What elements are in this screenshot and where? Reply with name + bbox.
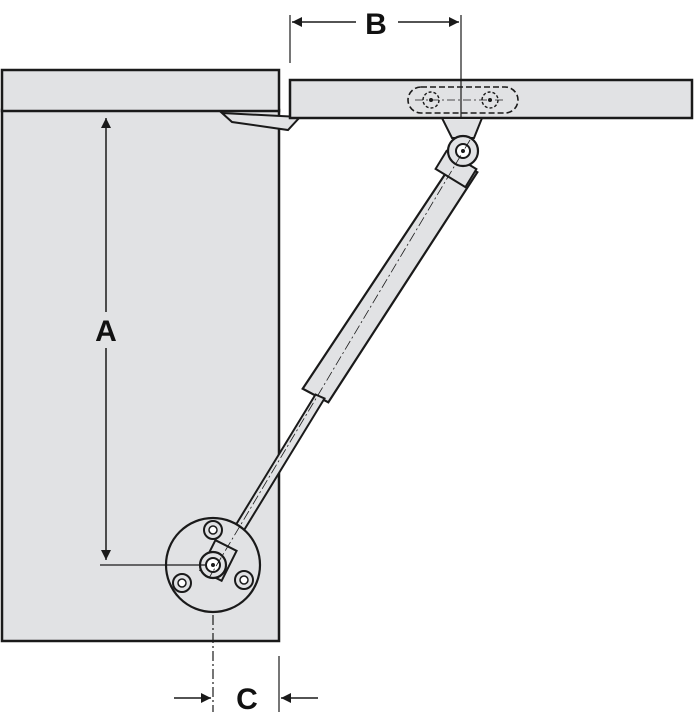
flap-bracket — [440, 117, 484, 139]
dimension-c — [174, 615, 318, 712]
spring-centerline — [208, 139, 471, 579]
cabinet-top-panel — [0, 68, 281, 113]
gas-spring-cylinder — [301, 158, 479, 404]
flap-mounting-plate — [407, 86, 519, 114]
dimension-a-label: A — [95, 315, 117, 348]
dimension-a — [90, 118, 205, 566]
flap-stop-catch — [219, 111, 303, 132]
dimension-c-label: C — [236, 683, 258, 716]
dimension-b — [289, 15, 462, 118]
dimension-b-label: B — [365, 8, 387, 41]
base-pivot-eye — [198, 550, 228, 580]
